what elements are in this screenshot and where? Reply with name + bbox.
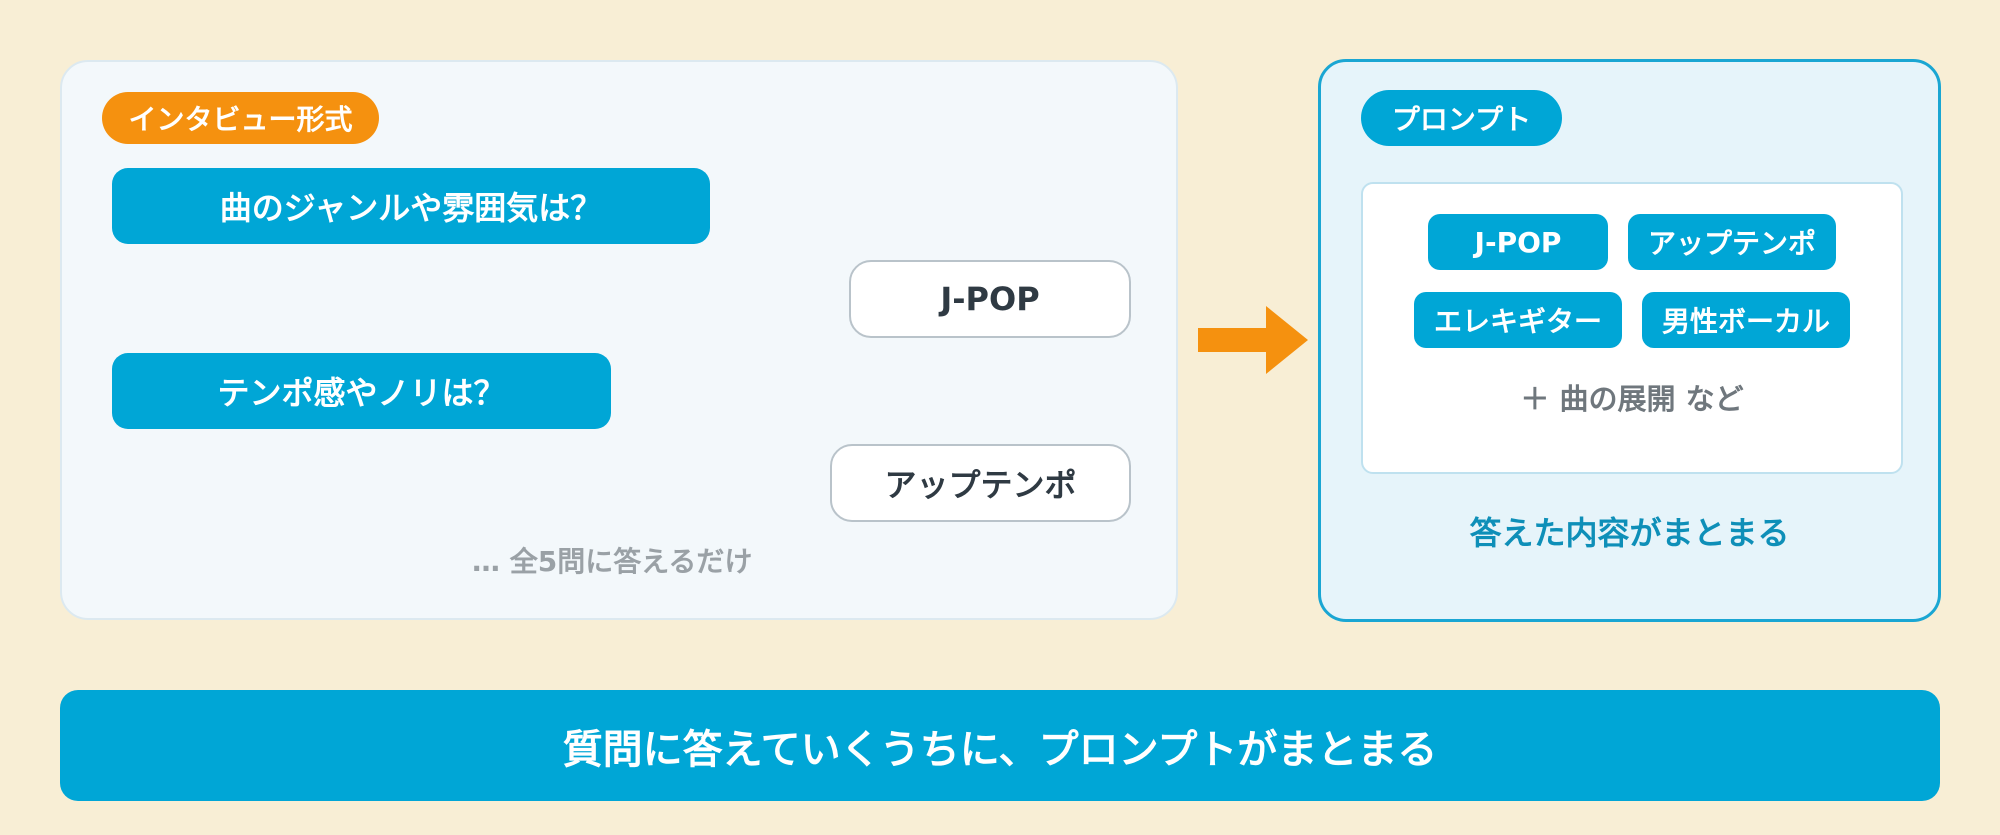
prompt-summary-text: 答えた内容がまとまる bbox=[1469, 514, 1790, 552]
arrow-right-icon bbox=[1198, 306, 1308, 374]
interview-panel: インタビュー形式 曲のジャンルや雰囲気は？ J-POP テンポ感やノリは？ アッ… bbox=[60, 60, 1178, 620]
answer-bubble-tempo: アップテンポ bbox=[830, 444, 1131, 522]
interview-format-tag: インタビュー形式 bbox=[102, 92, 379, 144]
interview-footnote: … 全5問に答えるだけ bbox=[472, 545, 753, 578]
prompt-box: J-POP アップテンポ エレキギター 男性ボーカル ＋ 曲の展開 など bbox=[1361, 182, 1903, 474]
prompt-chip-electric-guitar: エレキギター bbox=[1414, 292, 1622, 348]
prompt-chip-male-vocal: 男性ボーカル bbox=[1642, 292, 1850, 348]
prompt-more-text: ＋ 曲の展開 など bbox=[1520, 382, 1744, 416]
question-bubble-tempo: テンポ感やノリは？ bbox=[112, 353, 611, 429]
prompt-chip-jpop: J-POP bbox=[1428, 214, 1608, 270]
question-bubble-genre: 曲のジャンルや雰囲気は？ bbox=[112, 168, 710, 244]
prompt-chip-uptempo: アップテンポ bbox=[1628, 214, 1836, 270]
prompt-tag: プロンプト bbox=[1361, 90, 1562, 146]
prompt-panel: プロンプト J-POP アップテンポ エレキギター 男性ボーカル ＋ 曲の展開 … bbox=[1318, 59, 1941, 622]
answer-bubble-genre: J-POP bbox=[849, 260, 1131, 338]
bottom-banner: 質問に答えていくうちに、プロンプトがまとまる bbox=[60, 690, 1940, 801]
